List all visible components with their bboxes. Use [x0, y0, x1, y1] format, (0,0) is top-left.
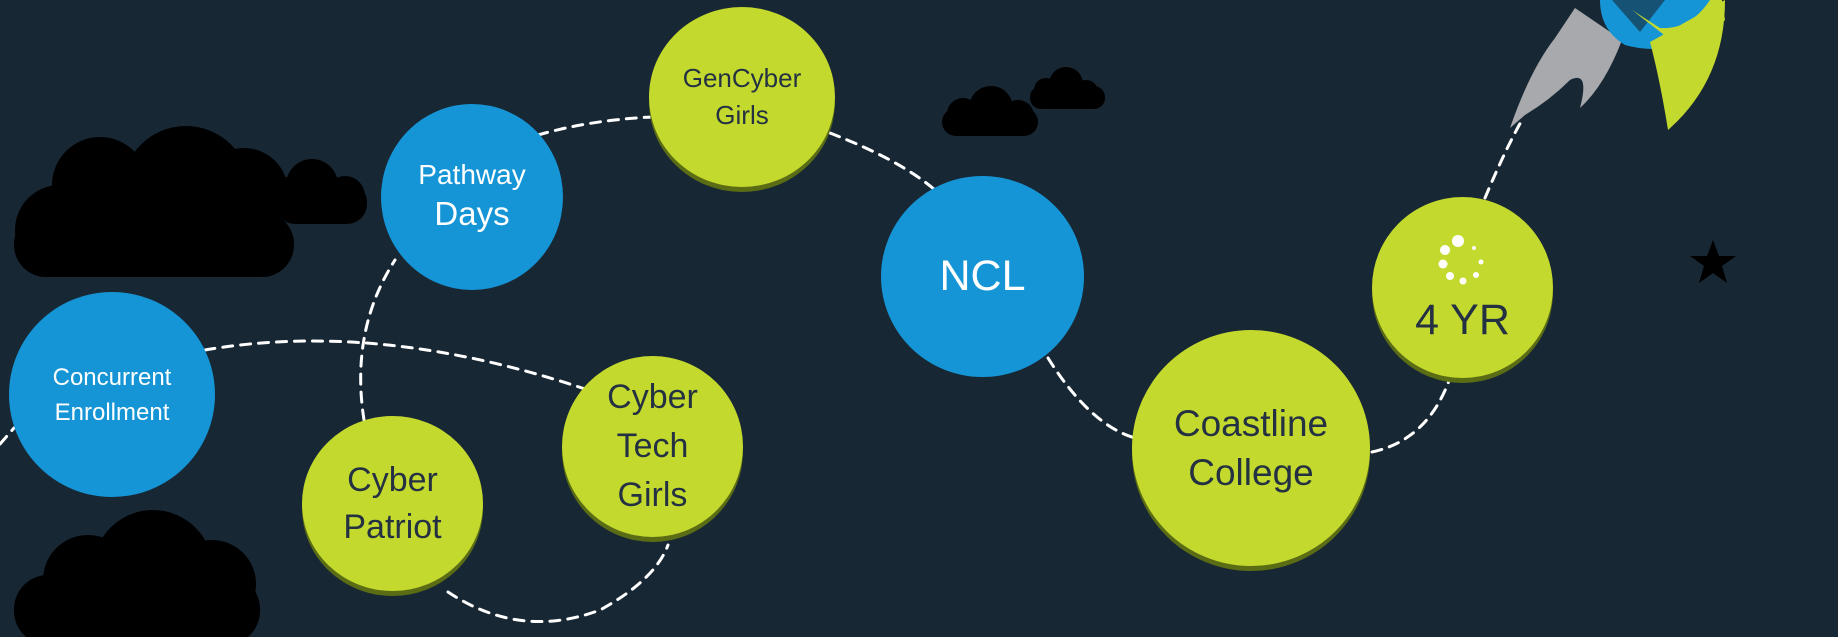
node-label-line: Enrollment [54, 398, 170, 426]
cloud-icon [14, 510, 260, 637]
connector-ncl-coastline [1046, 356, 1137, 440]
node-label-line: Tech [616, 427, 689, 465]
node-label-line: Cyber [607, 378, 698, 416]
node-label-line: Cyber [347, 460, 438, 499]
node-label-line: GenCyber [682, 63, 802, 93]
cloud-icon [942, 86, 1038, 136]
node-label-line: Pathway [418, 159, 526, 190]
node-gencyber-girls[interactable]: GenCyber Girls [649, 7, 835, 187]
cloud-icon [1030, 67, 1105, 109]
loading-spinner-icon [1438, 234, 1483, 284]
connector-start [0, 426, 16, 446]
node-label-line: College [1188, 452, 1314, 493]
connector-concurrent-cybertech [203, 339, 590, 392]
node-4yr[interactable]: 4 YR [1372, 197, 1553, 378]
connector-pathway-gencyber [536, 115, 654, 137]
connector-4yr-rocket [1483, 118, 1524, 200]
node-label-line: Coastline [1173, 403, 1329, 444]
connector-cyberpatriot-cybertech [446, 543, 670, 624]
node-label-line: NCL [939, 252, 1026, 300]
connector-coastline-4yr [1370, 376, 1452, 454]
cloud-icon [14, 126, 367, 277]
node-label-line: 4 YR [1415, 295, 1510, 344]
node-cyber-tech-girls[interactable]: Cyber Tech Girls [562, 356, 743, 537]
node-ncl[interactable]: NCL [881, 176, 1084, 377]
node-label-line: Days [434, 195, 510, 232]
node-label-line: Concurrent [52, 363, 172, 391]
node-label-line: Girls [617, 476, 688, 514]
node-coastline-college[interactable]: Coastline College [1132, 330, 1370, 566]
node-pathway-days[interactable]: Pathway Days [381, 104, 563, 290]
connector-cyberpatriot-pathway [359, 258, 397, 422]
connector-gencyber-ncl [828, 131, 937, 192]
node-cyber-patriot[interactable]: Cyber Patriot [302, 416, 483, 591]
node-label-line: Girls [715, 100, 769, 130]
node-label-line: Patriot [343, 507, 442, 546]
node-concurrent-enrollment[interactable]: Concurrent Enrollment [9, 292, 215, 497]
